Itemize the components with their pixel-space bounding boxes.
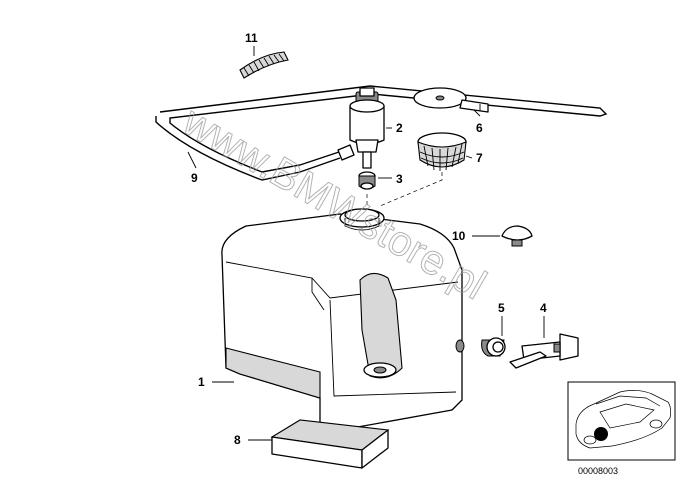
label-9: 9 — [191, 171, 198, 185]
part-1-reservoir — [221, 208, 465, 433]
label-11: 11 — [245, 31, 258, 45]
part-6-cap — [413, 87, 489, 113]
car-outline-icon — [575, 390, 672, 449]
label-8: 8 — [234, 433, 241, 447]
vehicle-location-inset: 00008003 — [567, 381, 676, 476]
label-7: 7 — [476, 151, 483, 165]
part-11-hose — [239, 51, 289, 79]
label-3: 3 — [396, 172, 403, 186]
label-5: 5 — [498, 301, 505, 315]
part-8-pad — [270, 419, 390, 469]
label-1: 1 — [198, 375, 205, 389]
location-marker — [594, 427, 608, 441]
part-5-grommet — [481, 337, 506, 357]
part-4-level-sensor — [509, 333, 579, 369]
label-2: 2 — [396, 121, 403, 135]
part-2-washer-pump — [349, 87, 385, 169]
label-4: 4 — [540, 301, 547, 315]
part-7-strainer — [417, 132, 467, 171]
part-9-hose-line — [155, 85, 608, 181]
inset-code: 00008003 — [578, 466, 618, 476]
part-3-grommet — [358, 171, 376, 190]
leader-lines — [187, 46, 545, 441]
part-10-plug — [501, 225, 533, 247]
label-10: 10 — [452, 229, 466, 243]
label-6: 6 — [476, 121, 483, 135]
